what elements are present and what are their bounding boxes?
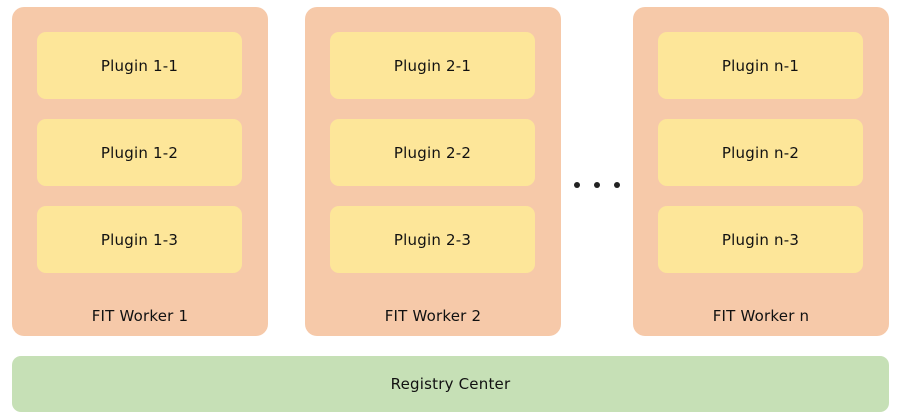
plugin-2-2: Plugin 2-2 — [330, 119, 535, 186]
plugin-n-2: Plugin n-2 — [658, 119, 863, 186]
plugin-2-1: Plugin 2-1 — [330, 32, 535, 99]
ellipsis-dot — [594, 182, 600, 188]
fit-worker-2: Plugin 2-1 Plugin 2-2 Plugin 2-3 FIT Wor… — [305, 7, 561, 336]
ellipsis-dot — [574, 182, 580, 188]
ellipsis-dot — [614, 182, 620, 188]
registry-center: Registry Center — [12, 356, 889, 412]
worker-label: FIT Worker n — [712, 307, 810, 325]
ellipsis-icon — [574, 178, 620, 192]
fit-worker-n: Plugin n-1 Plugin n-2 Plugin n-3 FIT Wor… — [633, 7, 889, 336]
plugin-1-2: Plugin 1-2 — [37, 119, 242, 186]
plugin-2-3: Plugin 2-3 — [330, 206, 535, 273]
plugin-n-1: Plugin n-1 — [658, 32, 863, 99]
plugin-1-1: Plugin 1-1 — [37, 32, 242, 99]
worker-label: FIT Worker 2 — [384, 307, 482, 325]
worker-label: FIT Worker 1 — [91, 307, 189, 325]
plugin-1-3: Plugin 1-3 — [37, 206, 242, 273]
plugin-n-3: Plugin n-3 — [658, 206, 863, 273]
fit-worker-1: Plugin 1-1 Plugin 1-2 Plugin 1-3 FIT Wor… — [12, 7, 268, 336]
